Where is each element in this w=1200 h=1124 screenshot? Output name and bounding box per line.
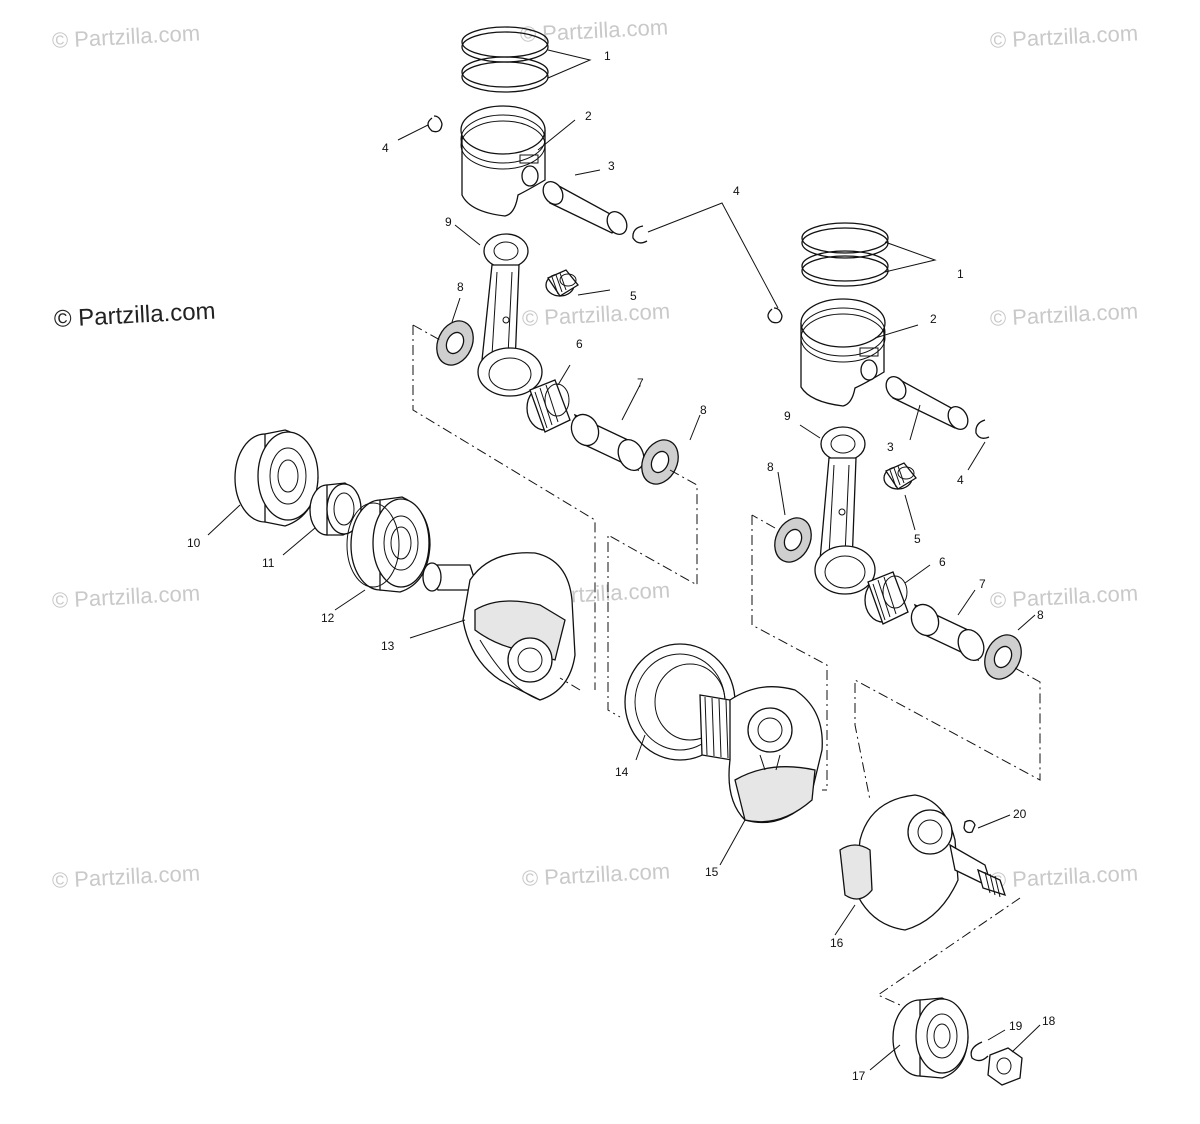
ball-bearing-inner-left: [346, 496, 431, 593]
crank-half-left: [422, 552, 576, 701]
piston-right: [800, 298, 886, 407]
thrust-washer-left-1: [436, 320, 474, 366]
crankshaft-nut: [987, 1047, 1023, 1086]
callout-14: 14: [615, 765, 629, 779]
callout-10: 10: [187, 536, 201, 550]
callout-7-left: 7: [637, 376, 644, 390]
piston-rings-right: [801, 222, 889, 287]
callout-16: 16: [830, 936, 844, 950]
callout-11: 11: [262, 556, 275, 570]
callout-17: 17: [852, 1069, 866, 1083]
callout-8-left-1: 8: [457, 280, 464, 294]
woodruff-key: [963, 819, 976, 834]
needle-bearing-large-right: [864, 571, 909, 625]
circlip-right-inner: [975, 419, 990, 439]
callout-20: 20: [1013, 807, 1027, 821]
callout-15: 15: [705, 865, 719, 879]
callout-9-left: 9: [445, 215, 452, 229]
callout-18: 18: [1042, 1014, 1056, 1028]
needle-bearing-large-left: [526, 379, 571, 433]
callout-7-right: 7: [979, 577, 986, 591]
thrust-washer-left-2: [641, 439, 679, 485]
callout-1-left: 1: [604, 49, 611, 63]
callout-3-right: 3: [887, 440, 894, 454]
callout-19: 19: [1009, 1019, 1023, 1033]
callout-5-left: 5: [630, 289, 637, 303]
callout-2-left: 2: [585, 109, 592, 123]
ball-bearing-right: [892, 997, 969, 1079]
callout-6-left: 6: [576, 337, 583, 351]
callout-4-left-inner: 4: [733, 184, 740, 198]
crank-pin-right: [910, 603, 985, 662]
circlip-crankshaft: [970, 1041, 989, 1062]
callout-6-right: 6: [939, 555, 946, 569]
circlip-left-outer: [427, 115, 443, 133]
callout-1-right: 1: [957, 267, 964, 281]
needle-bearing-small-right: [883, 462, 917, 490]
callout-8-right-2: 8: [1037, 608, 1044, 622]
callout-12: 12: [321, 611, 335, 625]
crank-center-section: [624, 643, 823, 824]
connecting-rod-right: [814, 426, 876, 595]
callout-2-right: 2: [930, 312, 937, 326]
callout-3-left: 3: [608, 159, 615, 173]
circlip-right-outer: [767, 307, 783, 324]
bearing-spacer-ring: [309, 482, 362, 536]
callout-9-right: 9: [784, 409, 791, 423]
thrust-washer-right-1: [774, 517, 812, 563]
callout-4-left-outer: 4: [382, 141, 389, 155]
piston-pin-right: [885, 376, 969, 430]
callout-13: 13: [381, 639, 395, 653]
piston-left: [460, 105, 546, 217]
needle-bearing-small-left: [545, 269, 579, 297]
assembly-guide-lines: [412, 324, 1041, 1006]
piston-pin-left: [542, 181, 628, 235]
crank-pin-left: [570, 413, 645, 472]
callout-8-left-2: 8: [700, 403, 707, 417]
leader-lines: [207, 49, 1041, 1071]
piston-rings-left: [461, 26, 549, 93]
callout-4-right: 4: [957, 473, 964, 487]
crank-half-right: [839, 794, 1007, 931]
callout-5-right: 5: [914, 532, 921, 546]
circlip-left-inner: [632, 225, 648, 244]
callout-8-right-1: 8: [767, 460, 774, 474]
ball-bearing-outer-left: [234, 429, 319, 527]
thrust-washer-right-2: [984, 634, 1022, 680]
connecting-rod-left: [477, 233, 543, 397]
